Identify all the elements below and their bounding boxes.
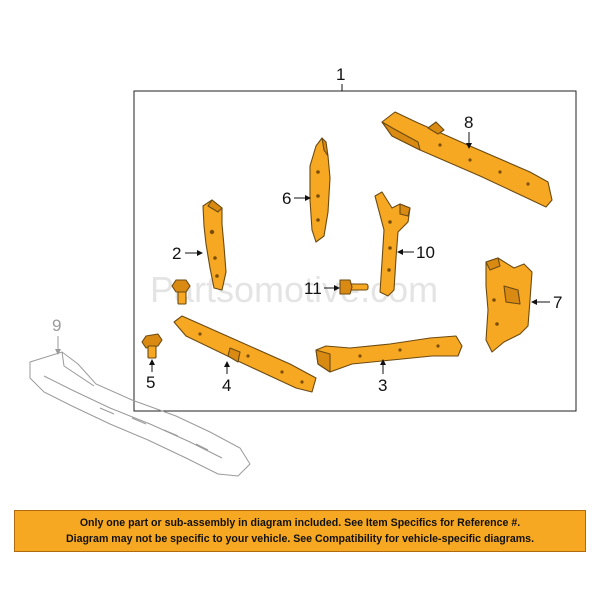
callout-7: 7 xyxy=(553,293,562,312)
part-7-side-panel xyxy=(485,257,533,353)
callout-6: 6 xyxy=(282,189,291,208)
callout-8: 8 xyxy=(464,113,473,132)
bolt-near-part-2 xyxy=(171,279,191,305)
part-5-bolt xyxy=(141,333,163,359)
disclaimer-line-2: Diagram may not be specific to your vehi… xyxy=(65,533,535,545)
callout-9: 9 xyxy=(52,316,61,335)
callout-2: 2 xyxy=(172,244,181,263)
part-4-lower-rail xyxy=(173,315,317,393)
callout-1: 1 xyxy=(336,65,345,84)
callout-11: 11 xyxy=(304,279,322,298)
part-11-bolt xyxy=(339,279,369,295)
part-6-side-bracket xyxy=(309,137,331,243)
part-10-bracket xyxy=(374,191,411,297)
part-8-upper-support xyxy=(381,111,553,208)
part-3-lower-support xyxy=(315,335,463,373)
callout-5: 5 xyxy=(146,373,155,392)
callout-4: 4 xyxy=(222,376,231,395)
disclaimer-banner: Only one part or sub-assembly in diagram… xyxy=(14,510,586,552)
part-9-outline xyxy=(29,351,251,477)
part-2-bracket xyxy=(202,199,227,291)
callout-10: 10 xyxy=(416,243,435,262)
callout-3: 3 xyxy=(378,376,387,395)
assembly-frame xyxy=(133,90,577,412)
disclaimer-line-1: Only one part or sub-assembly in diagram… xyxy=(79,517,521,529)
